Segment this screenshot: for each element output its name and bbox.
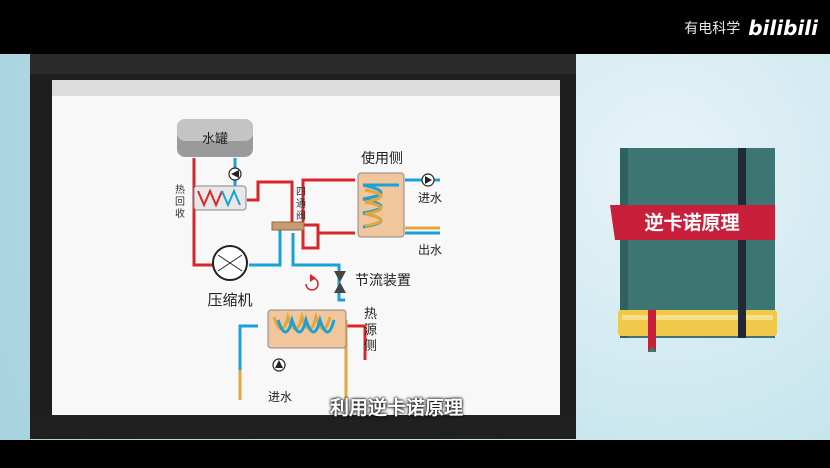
throttle-label: 节流装置 — [355, 273, 411, 289]
book-title: 逆卡诺原理 — [644, 211, 739, 234]
top-bar — [0, 0, 830, 54]
bottom-water-in-label: 进水 — [268, 390, 292, 404]
heat-source-char-2: 源 — [364, 323, 377, 338]
user-side-pump-icon — [421, 173, 435, 187]
heat-recovery-char-1: 热 — [175, 183, 185, 196]
heat-source-char-1: 热 — [364, 307, 377, 322]
slide-bottom-band — [30, 415, 576, 439]
heat-source-pump-icon — [272, 358, 286, 372]
heat-source-exchanger: 热 源 侧 — [267, 307, 377, 354]
valve-char-3: 阀 — [296, 209, 306, 222]
throttle-device: 节流装置 — [334, 271, 411, 293]
water-tank-label: 水罐 — [202, 132, 228, 147]
water-in-label: 进水 — [418, 191, 442, 205]
water-tank: 水罐 — [177, 119, 253, 157]
compressor: 压缩机 — [207, 245, 253, 309]
user-side-label: 使用侧 — [361, 150, 403, 167]
valve-char-2: 通 — [296, 198, 306, 210]
valve-char-1: 四 — [296, 187, 306, 198]
heat-recovery-char-3: 收 — [175, 207, 185, 220]
compressor-label: 压缩机 — [207, 291, 252, 309]
user-side-exchanger: 使用侧 — [357, 150, 405, 238]
four-way-valve: 四 通 阀 — [271, 187, 306, 231]
pump-icon — [228, 167, 242, 181]
bilibili-logo: bilibili — [748, 16, 818, 40]
video-watermark: 有电科学 bilibili — [684, 16, 818, 40]
heat-source-char-3: 侧 — [364, 339, 377, 354]
slide-top-band — [30, 54, 576, 74]
presentation-slide — [30, 54, 576, 439]
flow-direction-icon — [305, 274, 319, 291]
book-illustration: 逆卡诺原理 — [610, 148, 777, 352]
heat-recovery-exchanger: 热 回 收 — [175, 183, 247, 220]
water-out-label: 出水 — [418, 243, 442, 257]
heat-recovery-char-2: 回 — [175, 196, 185, 208]
video-subtitle: 利用逆卡诺原理 — [330, 397, 464, 419]
bottom-bar — [0, 440, 830, 468]
channel-name: 有电科学 — [684, 21, 741, 37]
